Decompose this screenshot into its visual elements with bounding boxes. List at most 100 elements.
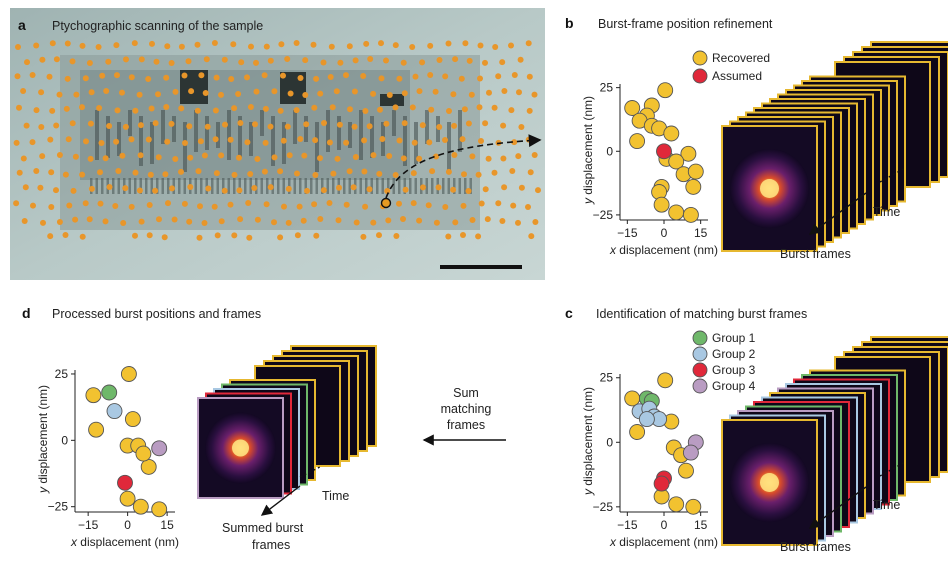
scan-dot: [350, 184, 357, 191]
legend-marker: [692, 330, 708, 346]
scan-dot: [361, 137, 368, 144]
scan-dot: [334, 155, 341, 162]
data-point: [135, 445, 152, 462]
scan-dot: [491, 169, 498, 176]
scan-dot: [366, 186, 373, 193]
sample-trace: [178, 178, 181, 194]
panel-d-title: Processed burst positions and frames: [52, 307, 261, 321]
data-point: [653, 196, 670, 213]
data-point: [629, 424, 646, 440]
scan-dot: [247, 104, 254, 110]
scan-dot: [21, 218, 28, 224]
data-point: [682, 206, 699, 223]
scan-dot: [212, 136, 219, 143]
scan-dot: [56, 152, 63, 158]
scan-dot: [525, 136, 532, 143]
y-tick-label: −25: [593, 208, 614, 222]
x-axis-label: x displacement (nm): [609, 243, 718, 257]
scan-dot: [83, 138, 89, 145]
scan-dot: [396, 137, 403, 144]
scan-dot: [211, 40, 218, 46]
scan-dot: [392, 104, 399, 111]
sample-trace: [238, 178, 241, 194]
scan-dot: [56, 91, 63, 98]
scan-dot: [400, 59, 407, 66]
sample-trace: [150, 122, 154, 164]
scan-dot: [402, 186, 409, 193]
data-point: [668, 204, 685, 221]
scan-dot: [113, 138, 120, 145]
sample-trace: [266, 178, 269, 194]
scan-dot: [526, 73, 533, 80]
data-point: [119, 490, 136, 507]
scan-dot: [128, 136, 135, 143]
scan-dot: [352, 57, 359, 64]
scan-dot: [426, 139, 433, 146]
scan-dot: [95, 44, 102, 50]
scan-dot: [409, 104, 416, 111]
sample-trace: [376, 178, 379, 194]
scan-dot: [518, 184, 525, 191]
scan-dot: [451, 152, 458, 158]
scan-dot: [383, 57, 389, 64]
scan-dot: [168, 60, 175, 66]
scan-dot: [532, 219, 539, 225]
scan-dot: [227, 136, 234, 143]
scan-dot: [238, 59, 245, 66]
legend-marker: [692, 68, 708, 84]
scan-dot: [237, 216, 244, 223]
scan-dot: [469, 153, 476, 160]
scan-dot: [253, 59, 259, 66]
scan-dot: [433, 219, 440, 226]
scan-dot: [169, 185, 175, 192]
scan-dot: [267, 184, 274, 191]
y-tick-label: −25: [48, 500, 69, 514]
sample-trace: [128, 110, 132, 136]
scan-dot: [186, 218, 193, 225]
scan-dot: [500, 155, 507, 162]
summed-label-line1: Summed burst: [222, 521, 304, 535]
time-label-c: Time: [873, 498, 900, 512]
scan-dot: [261, 168, 268, 175]
scan-dot: [33, 168, 40, 174]
data-point: [668, 496, 685, 513]
sample-trace: [161, 110, 165, 144]
scan-dot: [516, 89, 522, 96]
scan-dot: [294, 232, 301, 239]
scan-dot: [38, 124, 45, 130]
scan-dot: [262, 139, 269, 146]
scan-dot: [445, 168, 452, 175]
scan-dot: [320, 59, 327, 66]
scan-dot: [400, 216, 406, 222]
x-tick-label: −15: [78, 518, 99, 532]
sample-trace: [194, 178, 197, 194]
data-point: [132, 498, 149, 515]
scan-dot: [509, 168, 516, 174]
scan-dot: [102, 218, 109, 225]
scan-dot: [527, 169, 534, 176]
sample-trace: [453, 178, 456, 194]
summed-label-line2: frames: [252, 538, 290, 552]
sample-trace: [249, 122, 253, 156]
scan-dot: [244, 139, 251, 146]
sample-trace: [139, 116, 143, 166]
scan-dot: [161, 234, 168, 241]
legend-label: Recovered: [712, 51, 770, 65]
scan-dot: [63, 105, 70, 112]
scan-dot: [48, 169, 55, 176]
sample-trace: [392, 178, 395, 194]
scan-dot: [72, 216, 79, 223]
scan-dot: [261, 72, 268, 79]
scan-dot: [205, 185, 212, 192]
scan-dot: [47, 136, 54, 143]
scan-dot: [396, 200, 402, 207]
data-point: [685, 178, 702, 195]
scan-dot: [163, 104, 170, 110]
scan-dot: [171, 216, 178, 223]
data-point: [106, 403, 123, 420]
scan-dot: [416, 217, 423, 224]
scan-dot: [385, 217, 392, 224]
data-point: [140, 458, 157, 475]
scan-dot: [82, 75, 89, 82]
